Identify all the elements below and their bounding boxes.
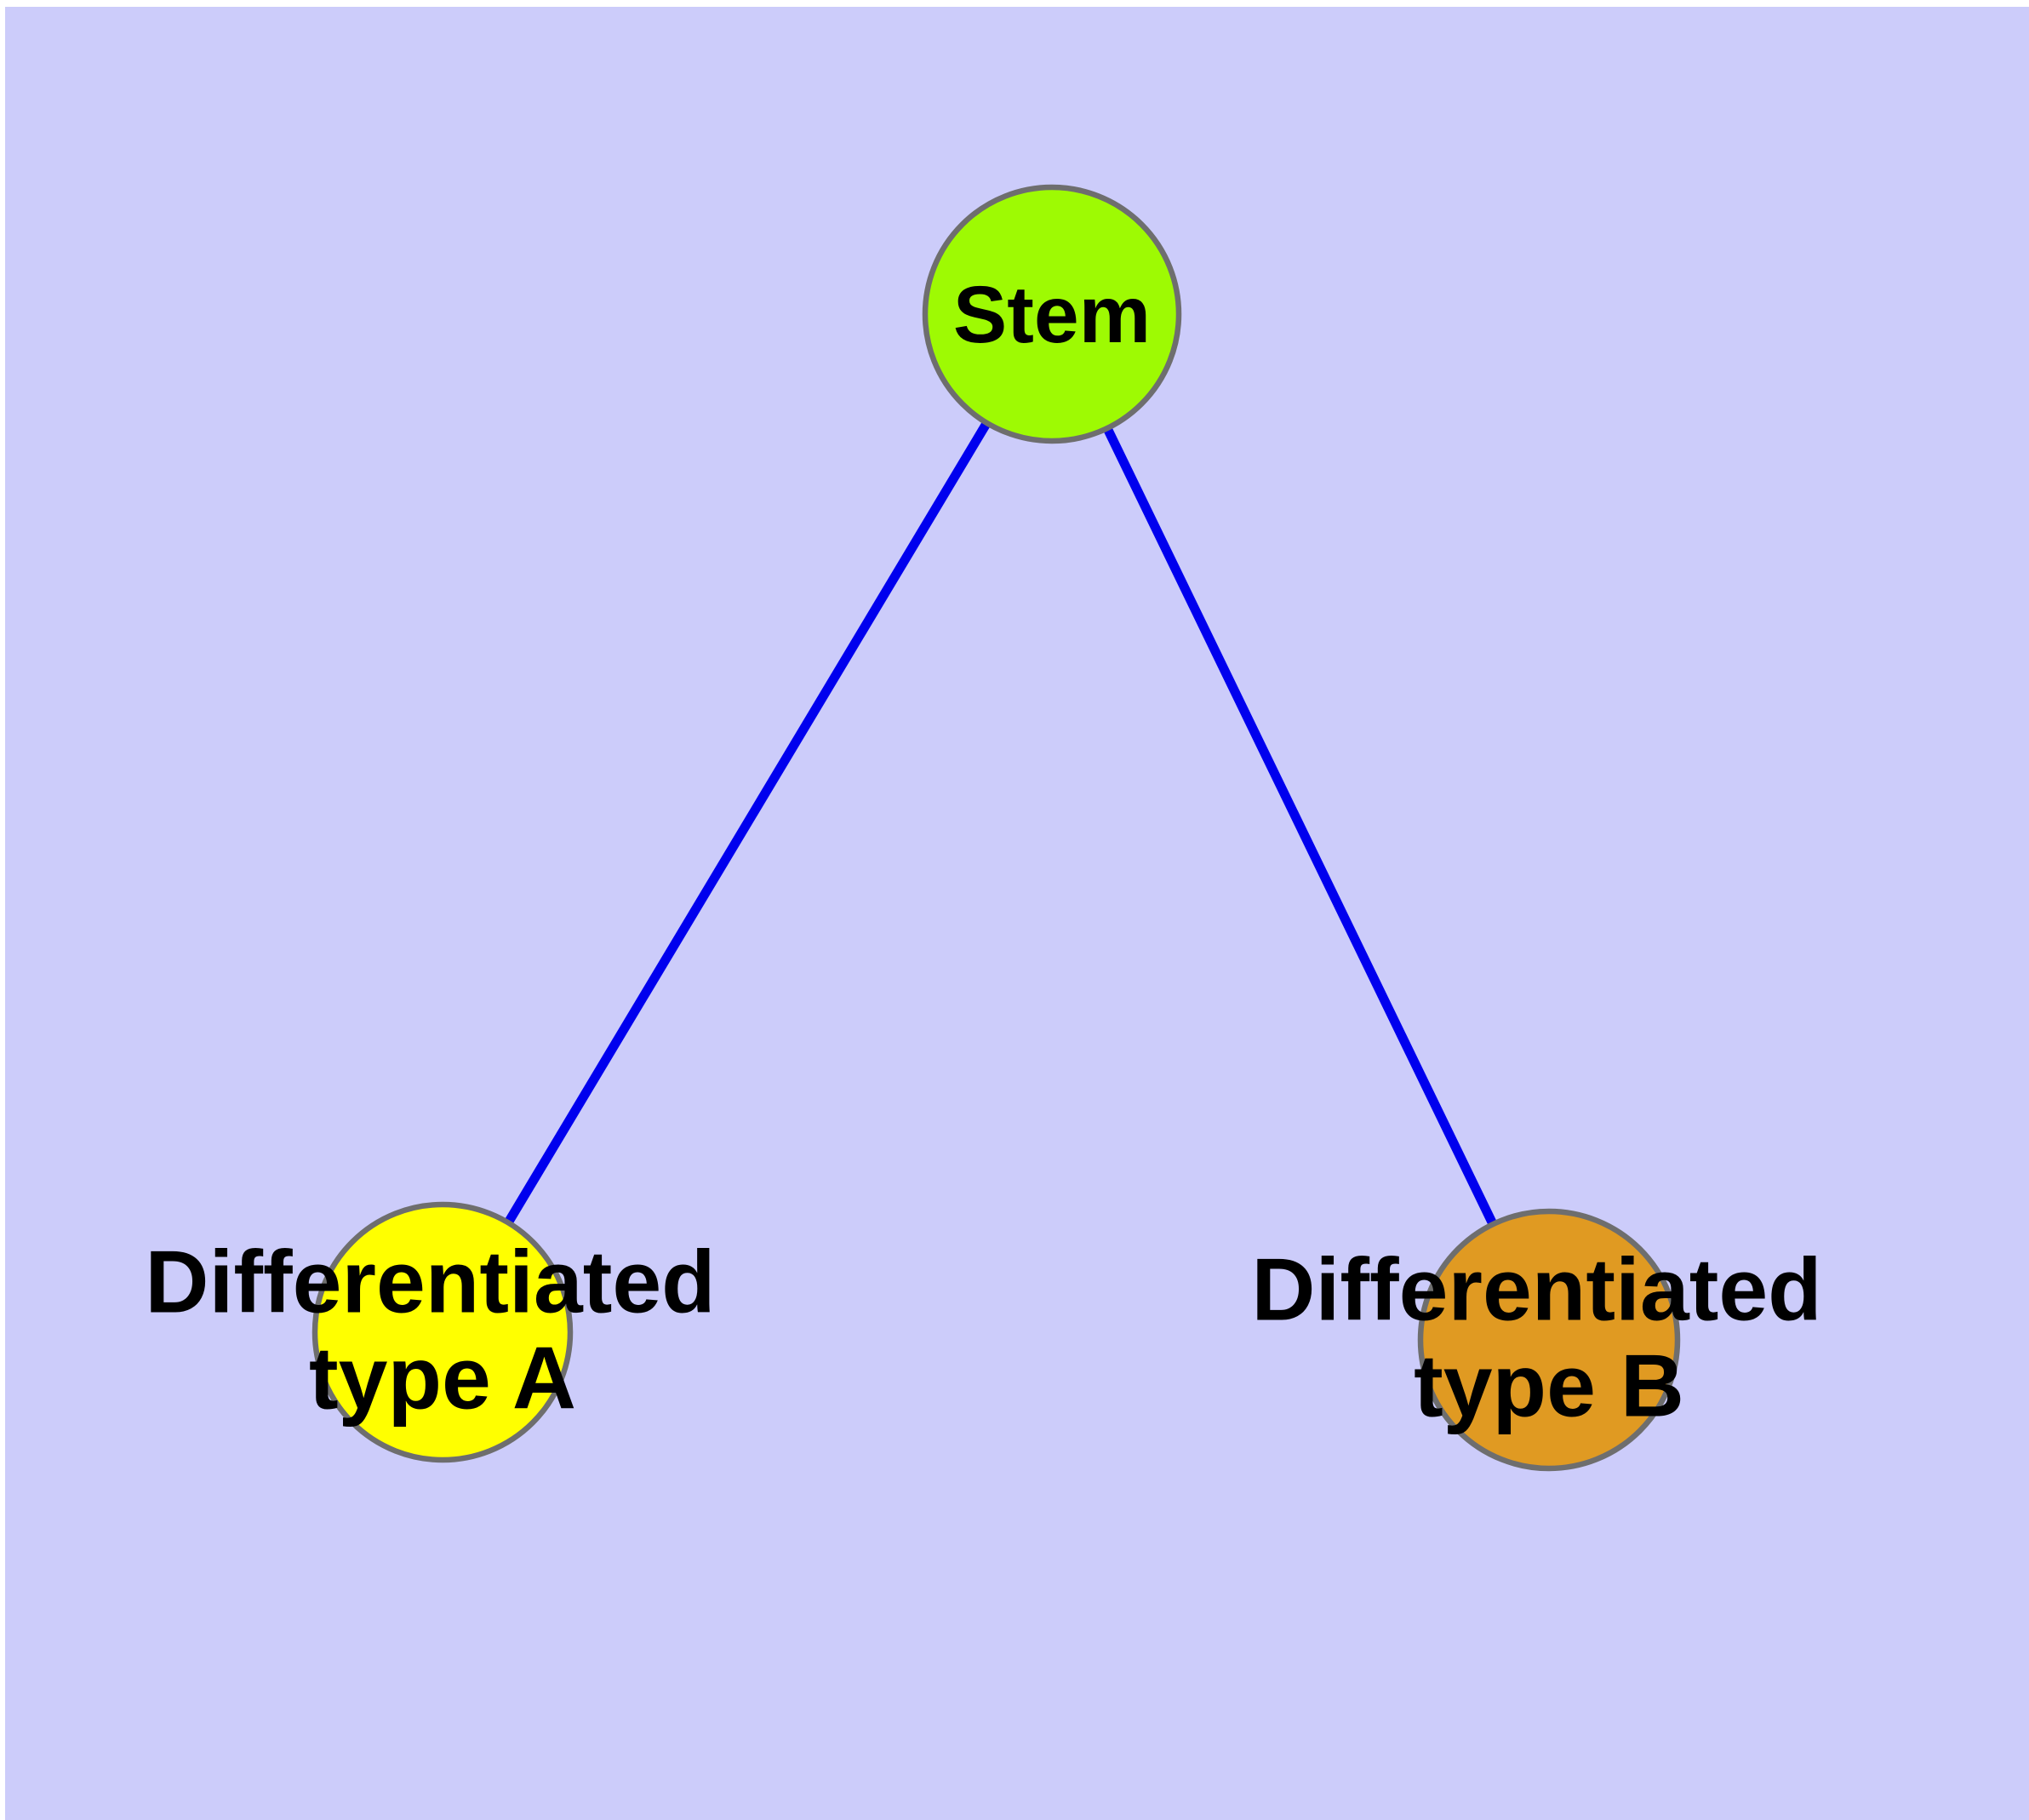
node-label-line-1: Differentiated: [145, 1233, 715, 1332]
node-layer: Stem Differentiated type A Differentiate…: [145, 184, 1846, 1472]
node-label-line: Stem: [953, 270, 1151, 360]
node-label-line-1: Differentiated: [1251, 1241, 1821, 1340]
node-differentiated-type-a[interactable]: Differentiated type A: [145, 1201, 740, 1463]
node-circle-differentiated-type-b[interactable]: [1417, 1208, 1681, 1472]
node-circle-stem[interactable]: [922, 184, 1182, 444]
node-circle-differentiated-type-a[interactable]: [311, 1201, 574, 1463]
node-stem[interactable]: Stem: [922, 184, 1182, 444]
edge-stem-to-differentiated-type-a[interactable]: [503, 419, 992, 1227]
node-label-stem: Stem: [953, 270, 1151, 360]
node-label-differentiated-type-b: Differentiated type B: [1251, 1241, 1846, 1436]
node-label-line-2: type B: [1414, 1337, 1684, 1436]
node-label-line-2: type A: [309, 1330, 576, 1428]
edge-stem-to-differentiated-type-b[interactable]: [1102, 424, 1498, 1228]
edge-layer: [503, 419, 1498, 1228]
node-label-differentiated-type-a: Differentiated type A: [145, 1233, 740, 1428]
node-differentiated-type-b[interactable]: Differentiated type B: [1251, 1208, 1846, 1472]
